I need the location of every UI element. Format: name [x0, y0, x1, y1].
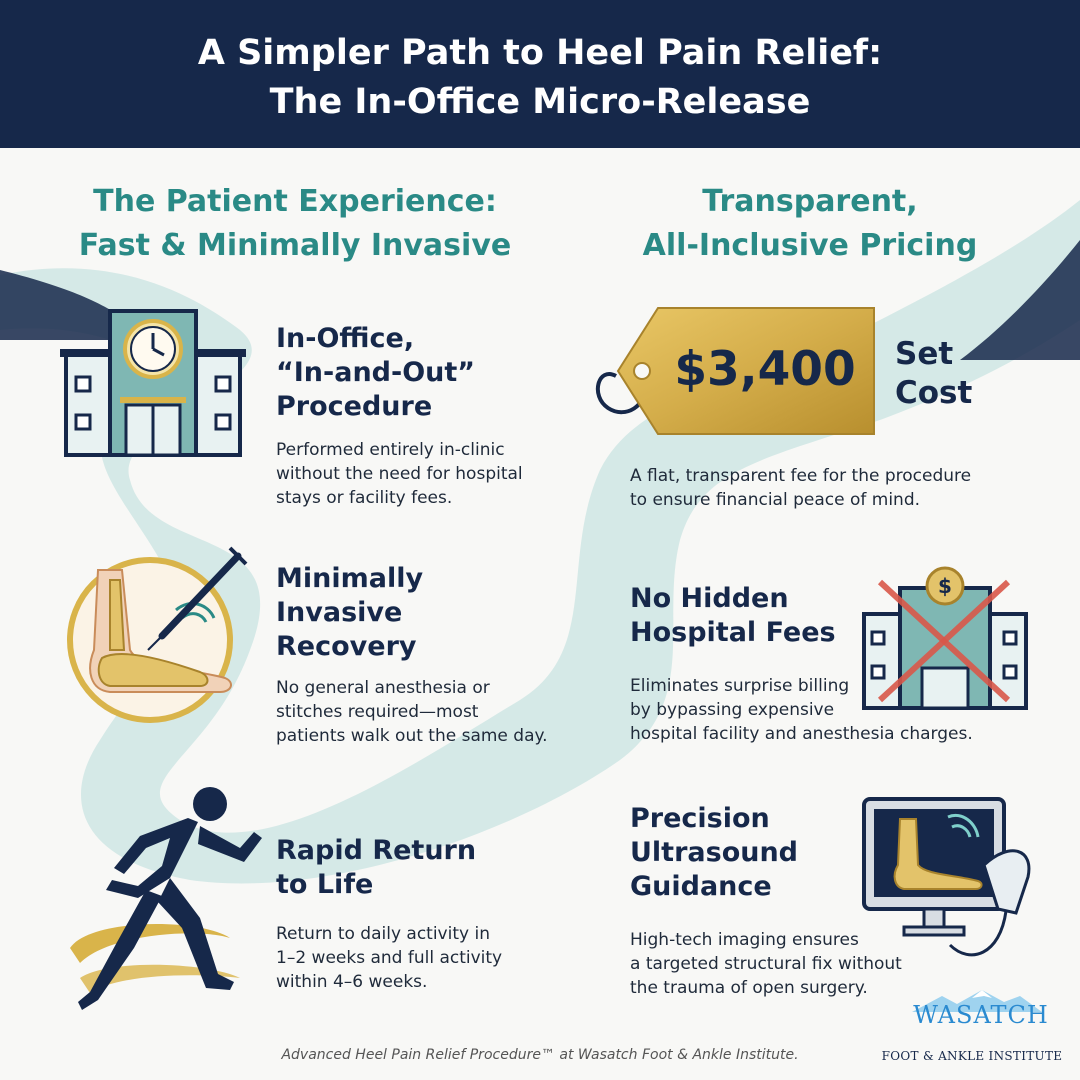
logo-subtitle: FOOT & ANKLE INSTITUTE: [881, 1049, 1063, 1063]
ultrasound-monitor-icon: [862, 797, 1031, 957]
feature-no-hidden-fees-desc: Eliminates surprise billing by bypassing…: [630, 674, 973, 746]
feature-ultrasound-desc: High-tech imaging ensures a targeted str…: [630, 928, 902, 1000]
feature-rapid-return-desc: Return to daily activity in 1–2 weeks an…: [276, 922, 502, 994]
feature-rapid-return-desc-line-3: within 4–6 weeks.: [276, 972, 428, 992]
feature-no-hidden-fees-title-line-1: No Hidden: [630, 583, 789, 614]
feature-rapid-return-title-line-1: Rapid Return: [276, 835, 477, 866]
feature-in-office-title-line-2: “In-and-Out”: [276, 357, 476, 388]
feature-in-office-title-line-3: Procedure: [276, 391, 433, 422]
feature-rapid-return-title: Rapid Return to Life: [276, 834, 476, 902]
clinic-building-icon: [60, 309, 246, 457]
feature-in-office-desc-line-1: Performed entirely in-clinic: [276, 440, 505, 460]
mountain-logo-icon: [912, 990, 1042, 1012]
feature-minimally-invasive-desc-line-3: patients walk out the same day.: [276, 726, 548, 746]
feature-minimally-invasive-title-line-1: Minimally: [276, 563, 424, 594]
price-value: $3,400: [674, 342, 856, 397]
runner-icon: [70, 787, 262, 1010]
feature-rapid-return-desc-line-2: 1–2 weeks and full activity: [276, 948, 503, 968]
feature-no-hidden-fees-title-line-2: Hospital Fees: [630, 617, 836, 648]
feature-no-hidden-fees-desc-line-2: by bypassing expensive: [630, 700, 835, 720]
feature-in-office-title: In-Office, “In-and-Out” Procedure: [276, 322, 475, 424]
page-title-line-1: A Simpler Path to Heel Pain Relief:: [197, 33, 883, 73]
price-label-cost: Cost: [895, 375, 973, 411]
left-column-heading: The Patient Experience: Fast & Minimally…: [40, 180, 550, 268]
left-heading-line-2: Fast & Minimally Invasive: [78, 228, 512, 263]
price-desc-line-1: A flat, transparent fee for the procedur…: [630, 466, 972, 486]
feature-minimally-invasive-title-line-3: Recovery: [276, 631, 417, 662]
page-title-line-2: The In-Office Micro-Release: [269, 82, 811, 122]
header-banner: A Simpler Path to Heel Pain Relief: The …: [0, 0, 1080, 148]
hospital-crossed-icon: $: [862, 566, 1028, 710]
feature-minimally-invasive-title-line-2: Invasive: [276, 597, 403, 628]
feature-ultrasound-title-line-3: Guidance: [630, 871, 772, 902]
price-tag-icon: [596, 307, 875, 435]
feature-ultrasound-desc-line-3: the trauma of open surgery.: [630, 978, 868, 998]
feature-ultrasound-title-line-1: Precision: [630, 803, 770, 834]
feature-ultrasound-desc-line-2: a targeted structural fix without: [630, 954, 902, 974]
feature-rapid-return-desc-line-1: Return to daily activity in: [276, 924, 490, 944]
feature-ultrasound-desc-line-1: High-tech imaging ensures: [630, 930, 859, 950]
dollar-coin-symbol: $: [938, 574, 952, 598]
feature-no-hidden-fees-desc-line-1: Eliminates surprise billing: [630, 676, 850, 696]
feature-no-hidden-fees-desc-line-3: hospital facility and anesthesia charges…: [630, 724, 973, 744]
price-desc-line-2: to ensure financial peace of mind.: [630, 490, 921, 510]
right-heading-line-2: All-Inclusive Pricing: [642, 228, 978, 263]
feature-in-office-desc: Performed entirely in-clinic without the…: [276, 438, 523, 510]
price-desc: A flat, transparent fee for the procedur…: [630, 464, 971, 512]
foot-needle-icon: [67, 546, 248, 723]
right-heading-line-1: Transparent,: [702, 184, 918, 219]
feature-rapid-return-title-line-2: to Life: [276, 869, 374, 900]
feature-no-hidden-fees-title: No Hidden Hospital Fees: [630, 582, 836, 650]
feature-in-office-desc-line-3: stays or facility fees.: [276, 488, 453, 508]
price-label-set: Set: [895, 336, 954, 372]
feature-minimally-invasive-desc: No general anesthesia or stitches requir…: [276, 676, 548, 748]
logo-wordmark: WASATCH: [913, 1001, 1049, 1029]
feature-minimally-invasive-desc-line-2: stitches required—most: [276, 702, 479, 722]
feature-minimally-invasive-desc-line-1: No general anesthesia or: [276, 678, 490, 698]
left-heading-line-1: The Patient Experience:: [93, 184, 497, 219]
feature-in-office-title-line-1: In-Office,: [276, 323, 415, 354]
feature-ultrasound-title: Precision Ultrasound Guidance: [630, 802, 798, 904]
right-column-heading: Transparent, All-Inclusive Pricing: [590, 180, 1030, 268]
footer-caption: Advanced Heel Pain Relief Procedure™ at …: [281, 1047, 799, 1063]
feature-ultrasound-title-line-2: Ultrasound: [630, 837, 799, 868]
feature-minimally-invasive-title: Minimally Invasive Recovery: [276, 562, 423, 664]
feature-in-office-desc-line-2: without the need for hospital: [276, 464, 523, 484]
